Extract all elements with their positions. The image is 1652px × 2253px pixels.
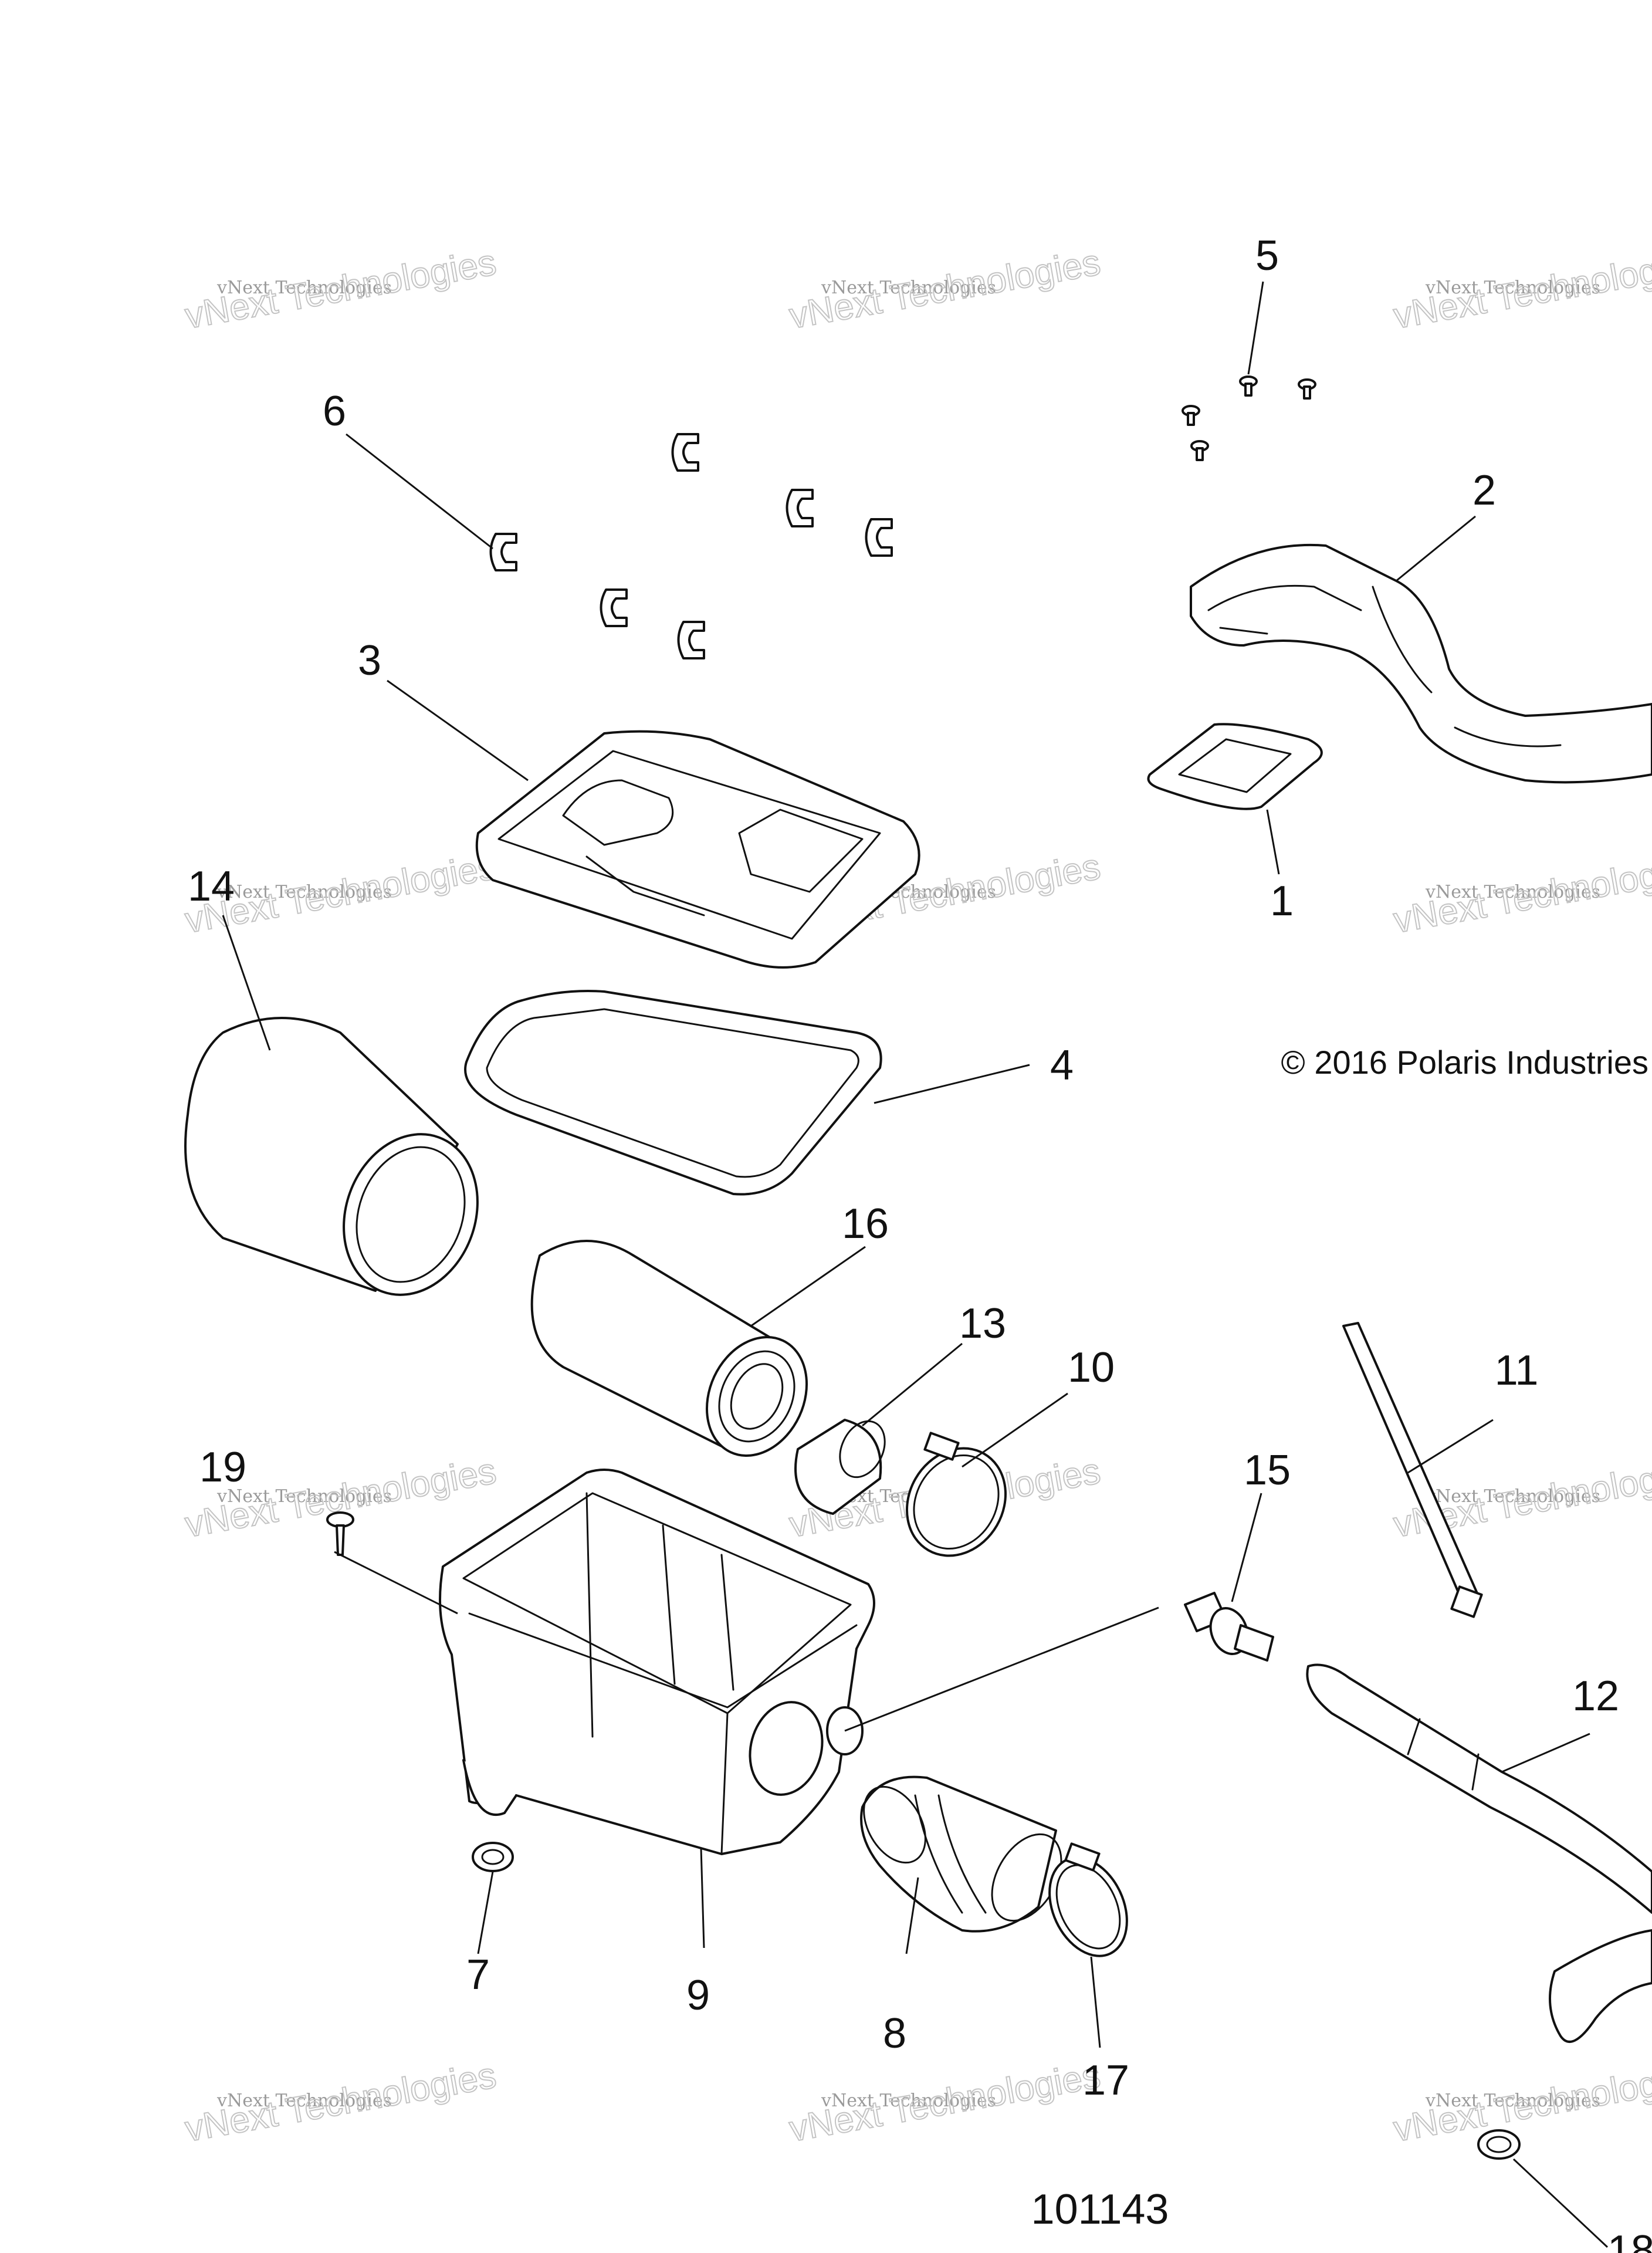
watermark-text: vNext Technologies — [216, 882, 392, 902]
part-sensor-15 — [1184, 1592, 1274, 1662]
callout-16: 16 — [842, 1200, 889, 1247]
part-intake-duct-2 — [1190, 543, 1652, 784]
callout-19: 19 — [199, 1444, 246, 1491]
callout-3: 3 — [358, 637, 381, 684]
callout-6: 6 — [323, 388, 346, 435]
part-coupler-13 — [794, 1419, 886, 1515]
leader-lines — [222, 281, 1609, 2248]
callout-labels: 5 6 2 3 1 14 4 16 13 10 11 15 19 12 7 9 … — [188, 232, 1652, 2253]
watermark-text: vNext Technologies — [216, 1486, 392, 1507]
watermark-text: vNext Technologies — [1425, 2090, 1600, 2111]
copyright-text: © 2016 Polaris Industries — [1281, 1044, 1648, 1081]
callout-2: 2 — [1472, 467, 1496, 514]
part-tie-strap-11 — [1342, 1322, 1483, 1618]
watermark-text: vNext Technologies — [182, 242, 499, 337]
callout-15: 15 — [1244, 1447, 1291, 1494]
callout-14: 14 — [188, 863, 235, 910]
callout-10: 10 — [1068, 1344, 1115, 1391]
part-clamp-10 — [905, 1432, 1007, 1557]
watermark-text: vNext Technologies — [216, 2090, 392, 2111]
watermark-text: vNext Technologies — [182, 2055, 499, 2150]
watermark-text: vNext Technologies — [1425, 278, 1600, 298]
part-hose-12 — [1306, 1663, 1652, 2043]
part-clamp-17 — [1048, 1842, 1128, 1957]
part-clamp-18 — [1477, 2129, 1521, 2160]
callout-18: 18 — [1607, 2227, 1652, 2253]
watermark-text: vNext Technologies — [786, 2055, 1103, 2150]
part-boot-8 — [860, 1775, 1062, 1933]
callout-12: 12 — [1572, 1673, 1619, 1720]
part-clips-6 — [489, 433, 893, 659]
callout-7: 7 — [466, 1951, 490, 1998]
watermark-text: vNext Technologies — [1390, 847, 1652, 941]
watermark-text: vNext Technologies — [821, 278, 996, 298]
part-air-filter-16 — [530, 1240, 808, 1457]
figure-number: 101143 — [1031, 2186, 1169, 2233]
callout-17: 17 — [1082, 2057, 1129, 2104]
watermark-text: vNext Technologies — [786, 242, 1103, 337]
watermark-text: vNext Technologies — [1425, 1486, 1600, 1507]
callout-11: 11 — [1495, 1347, 1539, 1394]
callout-1: 1 — [1270, 878, 1294, 925]
callout-13: 13 — [959, 1300, 1006, 1347]
part-grommet-7 — [472, 1842, 514, 1872]
callout-5: 5 — [1255, 232, 1279, 279]
part-prefilter-14 — [184, 1017, 479, 1296]
part-gasket-1 — [1147, 723, 1323, 810]
callout-9: 9 — [686, 1972, 710, 2019]
watermark-text: vNext Technologies — [821, 2090, 996, 2111]
part-airbox-lid-3 — [475, 730, 920, 969]
part-seal-4 — [464, 990, 882, 1196]
watermark-text: vNext Technologies — [1390, 242, 1652, 337]
part-screws-5 — [1182, 376, 1316, 461]
callout-8: 8 — [883, 2010, 906, 2057]
callout-4: 4 — [1050, 1042, 1074, 1089]
part-screw-19 — [326, 1511, 354, 1556]
watermark-text: vNext Technologies — [1390, 2055, 1652, 2150]
watermark-text: vNext Technologies — [1425, 882, 1600, 902]
watermark-text: vNext Technologies — [216, 278, 392, 298]
